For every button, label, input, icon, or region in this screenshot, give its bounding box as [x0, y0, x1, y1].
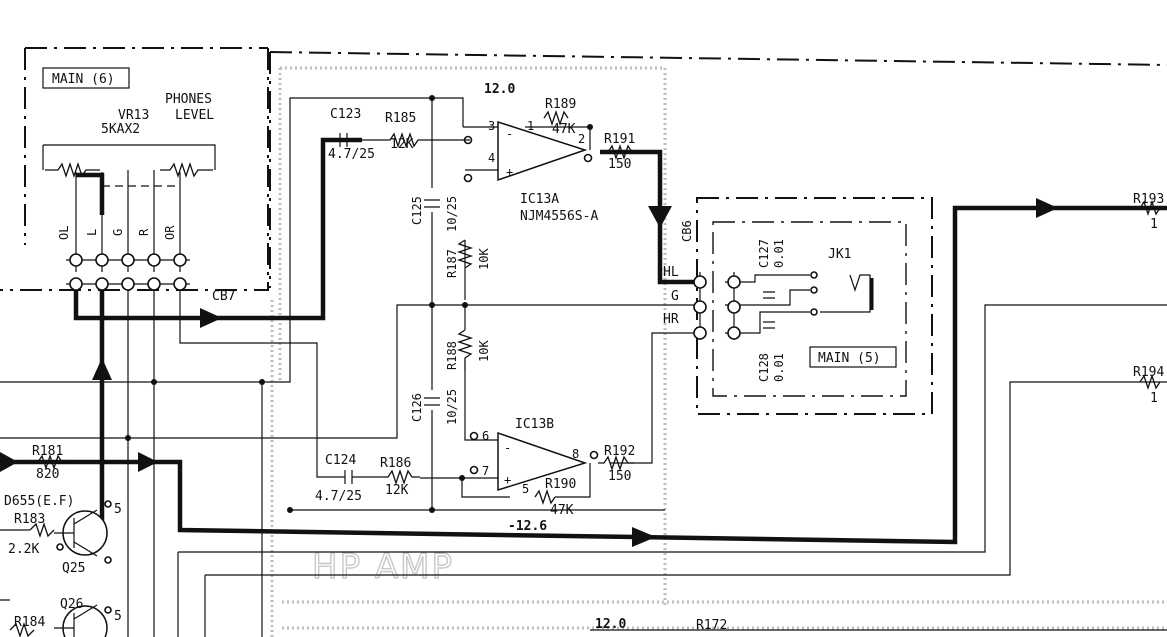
c128-ref: C128	[757, 353, 771, 382]
vr13-name-1: PHONES	[165, 92, 212, 107]
main6-box	[42, 67, 130, 89]
transistors: D655(E.F) Q25 Q26 5 5	[4, 494, 122, 637]
vr13-part: 5KAX2	[101, 122, 140, 137]
r183-ref: R183	[14, 512, 45, 527]
c124-ref: C124	[325, 453, 356, 468]
r192-val: 150	[608, 469, 631, 484]
r188-ref: R188	[445, 341, 459, 370]
jk1-jack: JK1	[810, 247, 874, 316]
r185-val: 12K	[390, 137, 414, 152]
vr13-ref: VR13	[118, 108, 149, 123]
c126-ref: C126	[410, 393, 424, 422]
cb7-connector: OL L G R OR CB7	[57, 225, 235, 304]
r190-val: 47K	[550, 503, 574, 518]
c128-val: 0.01	[772, 353, 786, 382]
ic13b-ref: IC13B	[515, 417, 554, 432]
r181-val: 820	[36, 467, 59, 482]
ic13a-pin: 3	[488, 119, 495, 133]
ic13b-minus: -	[504, 441, 511, 455]
cb7-pin-label: G	[111, 229, 125, 236]
c123-val: 4.7/25	[328, 147, 375, 162]
main6-label: MAIN (6)	[52, 72, 115, 87]
ic13b-pin: 7	[482, 464, 489, 478]
ic13a-pin: 2	[578, 132, 585, 146]
supply-neg: -12.6	[508, 519, 547, 534]
vr13-potentiometer	[42, 144, 216, 272]
ic13b-pin: 6	[482, 429, 489, 443]
r181-ref: R181	[32, 444, 63, 459]
cb6-pin-label: HL	[663, 265, 679, 280]
ic13b-pin: 8	[572, 447, 579, 461]
r191-ref: R191	[604, 132, 635, 147]
q25-ref: Q25	[62, 561, 85, 576]
r193-ref: R193	[1133, 192, 1164, 207]
cb6-pin-label: G	[671, 289, 679, 304]
ic13b-pin: 5	[522, 482, 529, 496]
cb6-pin-label: HR	[663, 312, 679, 327]
cb6-ref: CB6	[680, 220, 694, 242]
ic13a-plus: -	[506, 127, 513, 141]
r192-ref: R192	[604, 444, 635, 459]
supply-pos-top: 12.0	[484, 82, 515, 97]
main5-box	[809, 346, 897, 368]
r172-ref: R172	[696, 618, 727, 633]
cb7-ref: CB7	[212, 289, 235, 304]
ic13b-plus: +	[504, 473, 511, 487]
hp-amp-shield: HP AMP	[270, 66, 1167, 637]
r194-ref: R194	[1133, 365, 1164, 380]
r189-val: 47K	[552, 122, 576, 137]
d655-ref: D655(E.F)	[4, 494, 74, 509]
q26-ref: Q26	[60, 597, 83, 612]
r187-ref: R187	[445, 249, 459, 278]
vr13-name-2: LEVEL	[175, 108, 214, 123]
supply-pos-bottom: 12.0	[595, 617, 626, 632]
r188-val: 10K	[477, 340, 491, 362]
r184-ref: R184	[14, 615, 45, 630]
r185-ref: R185	[385, 111, 416, 126]
r194-val: 1	[1150, 391, 1158, 406]
r186-val: 12K	[385, 483, 409, 498]
module-boundaries	[0, 47, 1167, 415]
ic13a-ref: IC13A	[520, 192, 559, 207]
q25-voltage: 5	[114, 502, 122, 517]
c123-ref: C123	[330, 107, 361, 122]
c127-ref: C127	[757, 239, 771, 268]
c126-val: 10/25	[445, 389, 459, 425]
ic13b-opamp: 6 7 8 5 - + IC13B	[469, 417, 599, 496]
q26-voltage: 5	[114, 609, 122, 624]
c127-val: 0.01	[772, 239, 786, 268]
r191-val: 150	[608, 157, 631, 172]
jk1-ref: JK1	[828, 247, 851, 262]
junctions	[99, 95, 593, 513]
r189-ref: R189	[545, 97, 576, 112]
thin-wiring	[0, 97, 1167, 637]
section-title: HP AMP	[312, 547, 454, 587]
ic13a-part: NJM4556S-A	[520, 209, 598, 224]
ic13a-pin: 4	[488, 151, 495, 165]
passives: C123 4.7/25 R185 12K R189 47K R191 150 C…	[8, 97, 1164, 637]
cb7-pin-label: OL	[57, 226, 71, 240]
ic13a-minus: +	[506, 165, 513, 179]
r186-ref: R186	[380, 456, 411, 471]
ic13a-pin: 1	[527, 119, 534, 133]
r190-ref: R190	[545, 477, 576, 492]
r187-val: 10K	[477, 248, 491, 270]
cb7-pin-label: OR	[163, 225, 177, 240]
signal-paths	[0, 137, 1167, 547]
r183-val: 2.2K	[8, 542, 39, 557]
ic13a-opamp: 3 1 2 4 - + IC13A NJM4556S-A	[463, 119, 598, 224]
c125-ref: C125	[410, 196, 424, 225]
cb7-pin-label: L	[85, 229, 99, 236]
cb7-pin-label: R	[137, 228, 151, 236]
r193-val: 1	[1150, 217, 1158, 232]
c124-val: 4.7/25	[315, 489, 362, 504]
main5-label: MAIN (5)	[818, 351, 881, 366]
cb6-connector: CB6 HL G HR	[663, 220, 741, 340]
c125-val: 10/25	[445, 196, 459, 232]
